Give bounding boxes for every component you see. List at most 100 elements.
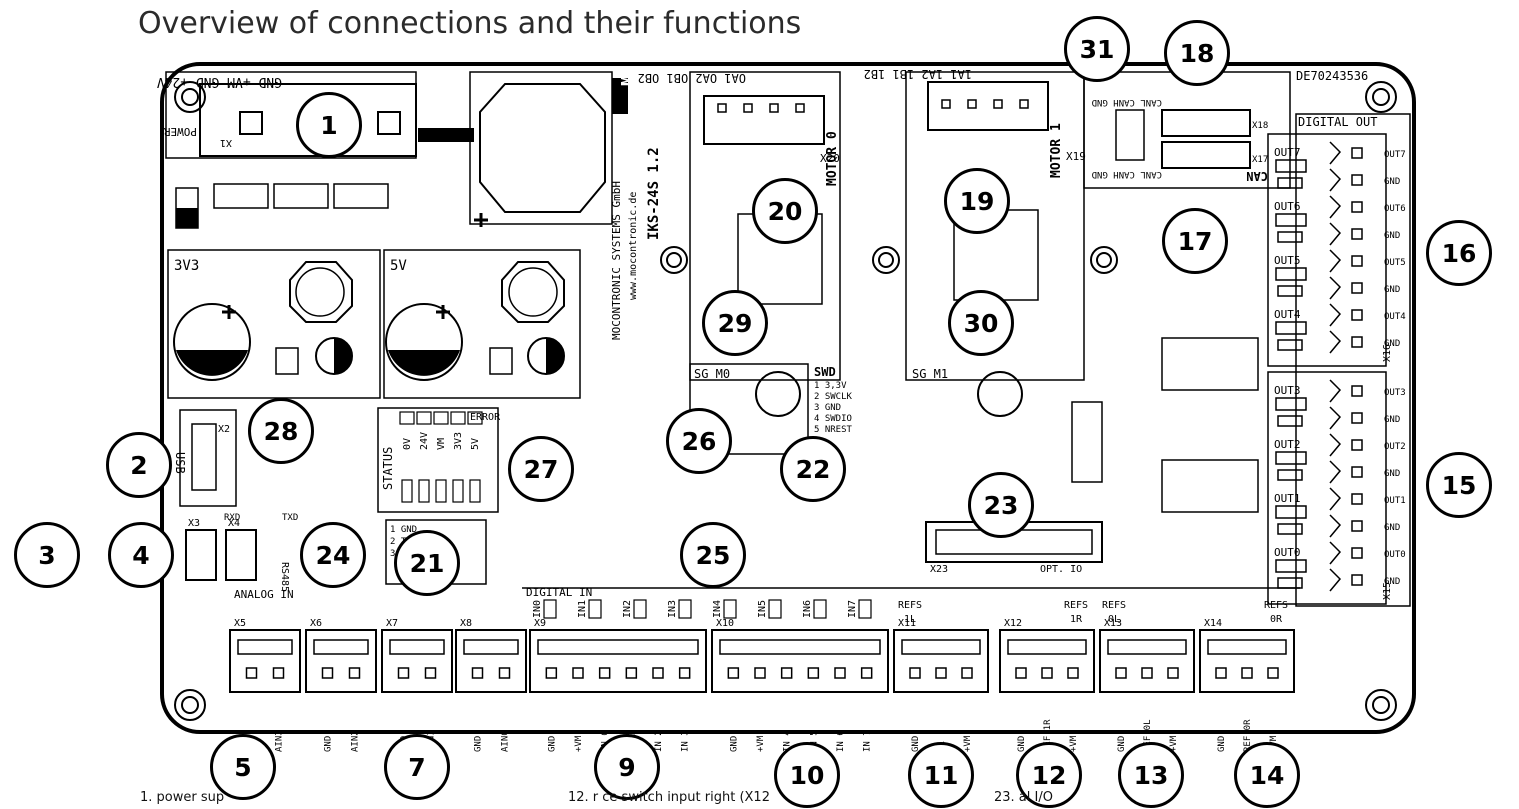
- connector-pin-pad: [321, 667, 334, 679]
- out-resistor: [1277, 177, 1303, 189]
- out-pin-pad: [1351, 174, 1363, 186]
- serial-number: DE70243536: [1296, 69, 1368, 83]
- page-title: Overview of connections and their functi…: [138, 6, 802, 41]
- can-x18: X18: [1252, 121, 1268, 131]
- usb-tx: TXD: [282, 513, 298, 523]
- swd-title: SWD: [814, 365, 836, 379]
- callout-21: 21: [394, 530, 460, 596]
- connector-pin-pad: [245, 667, 258, 679]
- out-pin-pad: [1351, 147, 1363, 159]
- connector-pin-pad: [860, 667, 873, 679]
- connector-pin-label: IN 7: [863, 730, 873, 752]
- callout-12: 12: [1016, 742, 1082, 808]
- connector-id: X9: [534, 618, 546, 629]
- status-led-label: 24V: [419, 432, 430, 450]
- opt-io-connector: X23: [930, 564, 948, 575]
- out-resistor: [1277, 415, 1303, 427]
- connector-id: X11: [898, 618, 916, 629]
- out-pin-label: OUT1: [1384, 496, 1406, 506]
- callout-25: 25: [680, 522, 746, 588]
- connector-pin-label: IN 4: [783, 730, 793, 752]
- callout-31: 31: [1064, 16, 1130, 82]
- footer-col1: 1. power sup: [140, 790, 225, 805]
- connector-pin-label: REF 0R: [1243, 719, 1253, 752]
- status-led-label: 0V: [402, 438, 413, 450]
- connector-body: [455, 629, 527, 693]
- usb-rx: RXD: [224, 513, 240, 523]
- board-name: IKS-24S 1.2: [646, 147, 662, 240]
- uart-line: 1 GND: [390, 525, 417, 535]
- connector-id: X13: [1104, 618, 1122, 629]
- connector-pin-label: +VM: [756, 735, 766, 752]
- connector-pin-label: GND: [1217, 736, 1227, 752]
- callout-17: 17: [1162, 208, 1228, 274]
- callout-9: 9: [594, 734, 660, 800]
- can-pins-2: CANL CANH GND: [1092, 169, 1162, 179]
- connector-pin-pad: [498, 667, 511, 679]
- connector-pin-pad: [424, 667, 437, 679]
- connector-pin-pad: [1041, 667, 1053, 679]
- out-pin-pad: [1351, 412, 1363, 424]
- callout-16: 16: [1426, 220, 1492, 286]
- out-led: [1275, 213, 1307, 227]
- connector-pin-pad: [834, 667, 846, 679]
- connector-body: [1099, 629, 1195, 693]
- connector-pin-label: IN 3: [681, 730, 691, 752]
- connector-body: [893, 629, 989, 693]
- din-led-label: IN4: [712, 600, 723, 618]
- out-resistor: [1277, 231, 1303, 243]
- out-pin-label: OUT0: [1384, 550, 1406, 560]
- connector-pin-label: GND: [324, 736, 334, 752]
- out-led-label: OUT0: [1274, 546, 1301, 559]
- din-led-label: IN2: [622, 600, 633, 618]
- usb-label: USB: [173, 452, 187, 474]
- out-pin-pad: [1351, 255, 1363, 267]
- digital-out-label: DIGITAL OUT: [1298, 115, 1377, 129]
- analog-in-label: ANALOG IN: [234, 588, 294, 601]
- out-pin-label: GND: [1384, 523, 1400, 533]
- callout-13: 13: [1118, 742, 1184, 808]
- callout-22: 22: [780, 436, 846, 502]
- motor1-connector: X19: [1066, 150, 1086, 163]
- connector-pin-pad: [1267, 667, 1279, 679]
- out-led-label: OUT1: [1274, 492, 1301, 505]
- connector-pin-label: IN 5: [809, 730, 819, 752]
- connector-id: X10: [716, 618, 734, 629]
- connector-pin-label: +VM: [574, 735, 584, 752]
- swd-line: 3 GND: [814, 403, 841, 413]
- pcb-outline: [160, 62, 1416, 734]
- refs-label-sub: 0L: [1108, 614, 1120, 625]
- refs-label-sub: 1L: [904, 614, 916, 625]
- digital-in-label: DIGITAL IN: [526, 586, 592, 599]
- callout-10: 10: [774, 742, 840, 808]
- callout-1: 1: [296, 92, 362, 158]
- connector-pin-pad: [348, 667, 361, 679]
- status-error: ERROR: [470, 412, 501, 423]
- out-led: [1275, 159, 1307, 173]
- connector-id: X7: [386, 618, 398, 629]
- din-led-label: IN6: [802, 600, 813, 618]
- connector-pin-label: GND: [729, 736, 739, 752]
- connector-pin-pad: [471, 667, 484, 679]
- opt-io-label: OPT. IO: [1040, 564, 1082, 575]
- din-led-label: IN7: [847, 600, 858, 618]
- out-led: [1275, 321, 1307, 335]
- motor1-pins: 1A1 1A2 1B1 1B2: [864, 67, 972, 81]
- callout-19: 19: [944, 168, 1010, 234]
- out-pin-label: OUT5: [1384, 258, 1406, 268]
- refs-label-sub: 1R: [1070, 614, 1083, 625]
- connector-pin-pad: [272, 667, 285, 679]
- connector-pin-pad: [1067, 667, 1079, 679]
- connector-pin-label: GND: [474, 736, 484, 752]
- out-resistor: [1277, 285, 1303, 297]
- callout-15: 15: [1426, 452, 1492, 518]
- x16-label: X16: [1382, 344, 1393, 362]
- callout-14: 14: [1234, 742, 1300, 808]
- status-led-label: VM: [436, 438, 447, 450]
- connector-pin-pad: [1115, 667, 1127, 679]
- callout-28: 28: [248, 398, 314, 464]
- connector-pin-pad: [754, 667, 766, 679]
- sg-m1: SG M1: [912, 367, 948, 381]
- refs-label: REFS: [1064, 600, 1088, 611]
